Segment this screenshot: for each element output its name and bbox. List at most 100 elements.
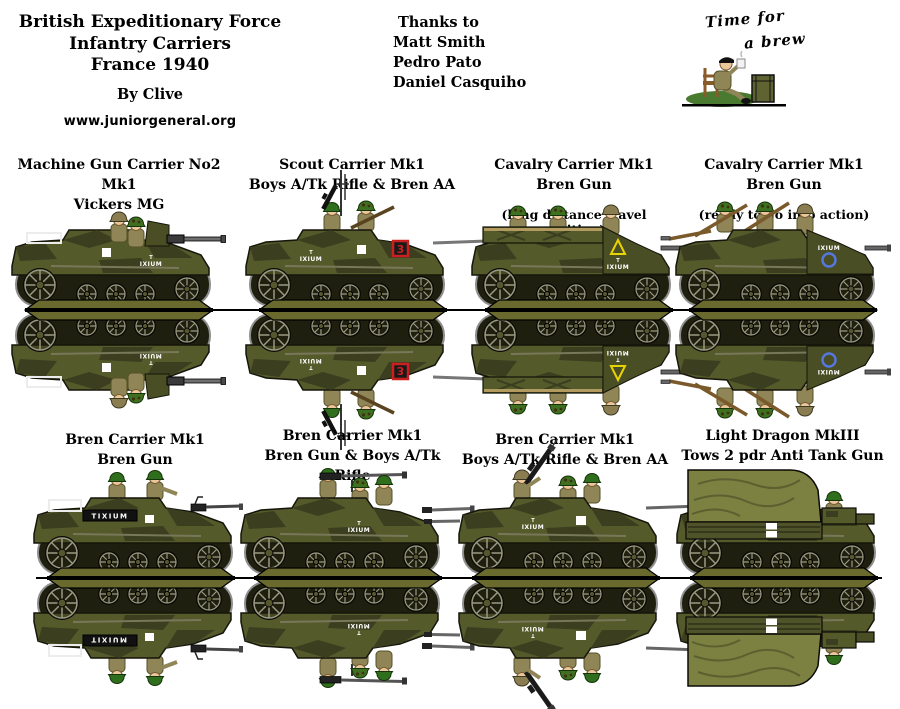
- unit-scout-carrier: 3 T IXIUM: [237, 170, 467, 418]
- gun-shield: [144, 220, 170, 247]
- tactical-marking-top: T: [616, 258, 620, 264]
- author-byline: By Clive: [117, 85, 183, 103]
- driver-arm: [160, 486, 178, 496]
- front-glacis: [806, 229, 874, 275]
- vehicle-subtitle: Bren Gun: [536, 177, 612, 193]
- ground-line: [682, 104, 786, 107]
- vehicle-art-mirrored: [241, 582, 475, 688]
- vehicle-subtitle: Boys A/Tk Rifle & Bren AA: [248, 177, 456, 193]
- tactical-marking-top: T: [357, 521, 361, 527]
- bren-aa-gun: [523, 438, 559, 486]
- fold-stand: [688, 299, 878, 321]
- sheet-title-line-1: British Expeditionary Force: [18, 12, 282, 32]
- thanks-name: Pedro Pato: [393, 54, 482, 71]
- seated-soldier: [713, 50, 751, 104]
- label-scout-carrier: Scout Carrier Mk1 Boys A/Tk Rifle & Bren…: [238, 155, 466, 195]
- tactical-marking: IXIUM: [300, 256, 322, 263]
- vehicle-art-mirrored: [34, 582, 243, 686]
- sheet-title-block: British Expeditionary Force Infantry Car…: [4, 12, 296, 129]
- vehicle-title: Bren Carrier Mk1: [65, 432, 205, 448]
- vehicle-title: Light Dragon MkIII: [705, 428, 860, 444]
- fold-stand: [689, 567, 879, 589]
- vickers-mg: [166, 234, 226, 244]
- vehicle-subtitle: Bren Gun: [746, 177, 822, 193]
- label-cavalry-carrier-action: Cavalry Carrier Mk1 Bren Gun (ready to g…: [680, 155, 888, 222]
- rifle-rearward: [660, 229, 712, 241]
- rear-frame: [26, 232, 62, 244]
- tactical-marking: IXIUM: [522, 524, 544, 531]
- unit-cavalry-carrier-travel: T IXIUM: [463, 204, 693, 418]
- vehicle-title: Bren Carrier Mk1: [282, 428, 423, 444]
- white-square-marking: [766, 531, 777, 538]
- label-bren-carrier-1: Bren Carrier Mk1 Bren Gun: [10, 430, 260, 470]
- vehicle-title: Cavalry Carrier Mk1: [704, 157, 864, 173]
- slatted-body: [685, 521, 823, 540]
- vehicle-art: 3 T IXIUM: [246, 170, 491, 306]
- vehicle-art: T IXIUM: [12, 211, 226, 306]
- steam: [740, 50, 743, 58]
- unit-bren-carrier-1: TIXIUM: [25, 470, 255, 686]
- white-square-marking: [145, 515, 154, 523]
- vehicle-art-mirrored: [661, 314, 891, 418]
- unit-machine-gun-carrier: T IXIUM: [3, 211, 233, 418]
- brew-caption-line-1: Time for: [704, 6, 786, 32]
- fold-stand: [24, 299, 214, 321]
- driver-cab: [821, 507, 875, 525]
- thanks-heading: Thanks to: [398, 14, 479, 31]
- bren-gun-bow: [864, 244, 891, 252]
- beret: [719, 57, 734, 63]
- white-square-marking: [102, 248, 111, 257]
- name-plate: TIXIUM: [82, 509, 138, 522]
- unit-cavalry-carrier-action: IXIUM: [667, 201, 897, 418]
- gunner-arm: [526, 476, 542, 488]
- tactical-marking: IXIUM: [818, 245, 840, 252]
- vehicle-subtitle: Tows 2 pdr Anti Tank Gun: [681, 448, 884, 464]
- unit-bren-carrier-2: T IXIUM: [232, 468, 462, 686]
- vehicle-title: Bren Carrier Mk1: [495, 432, 635, 448]
- open-troop-box: [482, 226, 604, 244]
- bren-gun-bow: [190, 496, 243, 512]
- tactical-marking-top: T: [531, 518, 535, 524]
- white-square-marking: [766, 523, 777, 530]
- tactical-marking: IXIUM: [607, 264, 629, 271]
- fold-stand: [471, 567, 661, 589]
- vehicle-title: Cavalry Carrier Mk1: [494, 157, 654, 173]
- thanks-name: Daniel Casquiho: [393, 74, 527, 91]
- vehicle-art: T IXIUM: [472, 204, 689, 306]
- fold-stand: [253, 567, 443, 589]
- thanks-block: Thanks to Matt Smith Pedro Pato Daniel C…: [393, 13, 613, 93]
- bren-gun-raised: [321, 184, 338, 211]
- yellow-triangle-marking: [609, 237, 627, 255]
- tactical-marking-top: T: [149, 255, 153, 261]
- sheet-title-line-2: Infantry Carriers: [69, 33, 231, 54]
- boys-rifle-held: [350, 205, 395, 230]
- fold-stand: [258, 299, 448, 321]
- vehicle-art: [677, 469, 875, 574]
- vehicle-subtitle: Bren Gun: [97, 452, 173, 468]
- tea-mug: [736, 58, 746, 69]
- unit-light-dragon: [668, 469, 879, 686]
- fold-stand: [484, 299, 674, 321]
- rear-frame: [48, 499, 82, 512]
- vehicle-art: TIXIUM: [34, 470, 243, 575]
- label-bren-carrier-2: Bren Carrier Mk1 Bren Gun & Boys A/Tk Ri…: [245, 426, 460, 486]
- vehicle-art-mirrored: [459, 582, 703, 709]
- unit-bren-carrier-3: T IXIUM: [450, 438, 680, 686]
- fold-stand: [46, 567, 236, 589]
- vehicle-subtitle: Vickers MG: [73, 197, 165, 213]
- blue-circle-marking: [821, 252, 837, 268]
- front-glacis: [602, 226, 670, 275]
- website-url: www.juniorgeneral.org: [63, 113, 237, 129]
- vehicle-title: Scout Carrier Mk1: [279, 157, 425, 173]
- unit-number: 3: [397, 243, 405, 256]
- sheet-title-line-3: France 1940: [90, 55, 210, 75]
- vehicle-note: (ready to go into action): [698, 207, 870, 222]
- tactical-marking: IXIUM: [348, 527, 370, 534]
- vehicle-art-mirrored: [677, 582, 875, 686]
- white-square-marking: [357, 245, 366, 254]
- vehicle-title: Machine Gun Carrier No2 Mk1: [17, 157, 221, 193]
- fold-line-row2: [36, 577, 882, 579]
- vehicle-art: T IXIUM: [241, 468, 475, 575]
- bow-gun-barrels: [422, 505, 475, 524]
